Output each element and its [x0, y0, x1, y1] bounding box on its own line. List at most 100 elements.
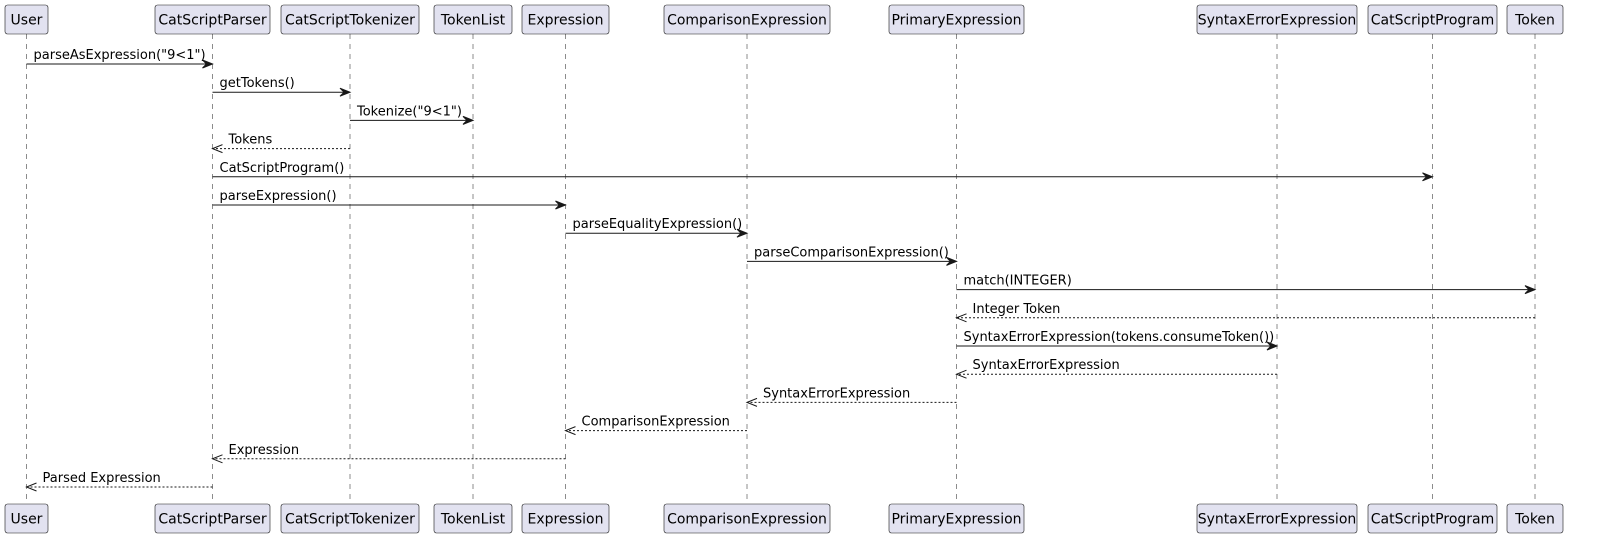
participant-syntaxerror-bottom: SyntaxErrorExpression: [1196, 503, 1358, 534]
participant-label: Token: [1514, 512, 1555, 528]
participant-label: ComparisonExpression: [667, 13, 827, 29]
message-label: SyntaxErrorExpression: [763, 386, 910, 401]
participant-tokenlist-top: TokenList: [433, 4, 513, 35]
participant-box: [1196, 4, 1358, 35]
message-label: match(INTEGER): [964, 274, 1072, 289]
message-4: Tokens: [211, 133, 350, 154]
participant-box: [521, 4, 610, 35]
message-16: Parsed Expression: [25, 471, 213, 492]
participant-label: CatScriptParser: [158, 512, 267, 528]
participant-label: CatScriptProgram: [1371, 512, 1495, 528]
arrowhead: [955, 369, 967, 379]
arrowhead: [946, 256, 958, 266]
message-2: getTokens(): [212, 76, 352, 97]
participant-box: [1506, 4, 1564, 35]
participant-label: Token: [1514, 13, 1555, 29]
message-1: parseAsExpression("9<1"): [26, 48, 214, 69]
message-14: ComparisonExpression: [564, 415, 747, 436]
participant-user-bottom: User: [4, 503, 49, 534]
participant-comparison-bottom: ComparisonExpression: [663, 503, 831, 534]
arrowhead: [25, 482, 37, 492]
message-11: SyntaxErrorExpression(tokens.consumeToke…: [956, 330, 1279, 351]
message-6: parseExpression(): [212, 189, 567, 210]
participant-box: [433, 4, 513, 35]
participant-tokenizer-top: CatScriptTokenizer: [280, 4, 420, 35]
arrowhead: [211, 454, 223, 464]
participant-label: CatScriptTokenizer: [285, 13, 415, 29]
participant-program-bottom: CatScriptProgram: [1367, 503, 1498, 534]
participant-expression-bottom: Expression: [521, 503, 610, 534]
arrowhead: [202, 59, 214, 69]
arrowhead: [955, 313, 967, 323]
arrowhead: [211, 144, 223, 154]
message-label: parseComparisonExpression(): [754, 245, 949, 260]
participant-primary-top: PrimaryExpression: [888, 4, 1025, 35]
message-label: SyntaxErrorExpression: [973, 358, 1120, 373]
message-3: Tokenize("9<1"): [350, 104, 475, 125]
participant-label: ComparisonExpression: [667, 512, 827, 528]
participant-box: [154, 4, 271, 35]
participant-label: Expression: [528, 13, 604, 29]
participant-box: [4, 503, 49, 534]
participant-tokenlist-bottom: TokenList: [433, 503, 513, 534]
message-label: ComparisonExpression: [582, 415, 730, 430]
arrowhead: [564, 426, 576, 436]
participant-label: Expression: [528, 512, 604, 528]
message-label: Tokenize("9<1"): [356, 104, 462, 119]
message-5: CatScriptProgram(): [212, 161, 1434, 182]
arrowhead: [736, 228, 749, 238]
participant-label: CatScriptTokenizer: [285, 512, 415, 528]
message-10: Integer Token: [955, 302, 1535, 323]
participant-tokenizer-bottom: CatScriptTokenizer: [280, 503, 420, 534]
participant-box: [4, 4, 49, 35]
message-7: parseEqualityExpression(): [565, 217, 749, 238]
participant-label: PrimaryExpression: [891, 512, 1021, 528]
message-12: SyntaxErrorExpression: [955, 358, 1277, 379]
message-9: match(INTEGER): [956, 274, 1537, 295]
message-label: Parsed Expression: [43, 471, 161, 486]
participant-box: [433, 503, 513, 534]
participant-syntaxerror-top: SyntaxErrorExpression: [1196, 4, 1358, 35]
participant-program-top: CatScriptProgram: [1367, 4, 1498, 35]
participant-box: [1196, 503, 1358, 534]
participant-box: [1506, 503, 1564, 534]
arrowhead: [462, 115, 475, 125]
message-label: Tokens: [228, 133, 273, 148]
participant-label: PrimaryExpression: [891, 13, 1021, 29]
arrowhead: [1422, 172, 1434, 182]
participant-expression-top: Expression: [521, 4, 610, 35]
message-label: CatScriptProgram(): [220, 161, 345, 176]
participant-label: User: [11, 512, 43, 528]
message-label: Expression: [229, 443, 300, 458]
participant-label: TokenList: [440, 512, 506, 528]
arrowhead: [1266, 341, 1279, 351]
participant-token-top: Token: [1506, 4, 1564, 35]
participant-label: User: [11, 13, 43, 29]
participant-user-top: User: [4, 4, 49, 35]
participant-label: TokenList: [440, 13, 506, 29]
participant-box: [888, 503, 1025, 534]
participant-label: CatScriptProgram: [1371, 13, 1495, 29]
participant-box: [1367, 503, 1498, 534]
participant-box: [888, 4, 1025, 35]
participant-box: [280, 4, 420, 35]
message-label: Integer Token: [973, 302, 1061, 317]
participant-parser-top: CatScriptParser: [154, 4, 271, 35]
participant-comparison-top: ComparisonExpression: [663, 4, 831, 35]
participant-label: SyntaxErrorExpression: [1198, 13, 1357, 29]
arrowhead: [555, 200, 567, 210]
participant-primary-bottom: PrimaryExpression: [888, 503, 1025, 534]
participant-label: SyntaxErrorExpression: [1198, 512, 1357, 528]
message-15: Expression: [211, 443, 566, 464]
message-label: getTokens(): [220, 76, 295, 91]
participant-box: [1367, 4, 1498, 35]
message-label: parseEqualityExpression(): [573, 217, 743, 232]
arrowhead: [1524, 285, 1537, 295]
participant-box: [663, 4, 831, 35]
participant-token-bottom: Token: [1506, 503, 1564, 534]
participant-box: [154, 503, 271, 534]
participant-label: CatScriptParser: [158, 13, 267, 29]
participant-box: [521, 503, 610, 534]
message-8: parseComparisonExpression(): [747, 245, 958, 266]
